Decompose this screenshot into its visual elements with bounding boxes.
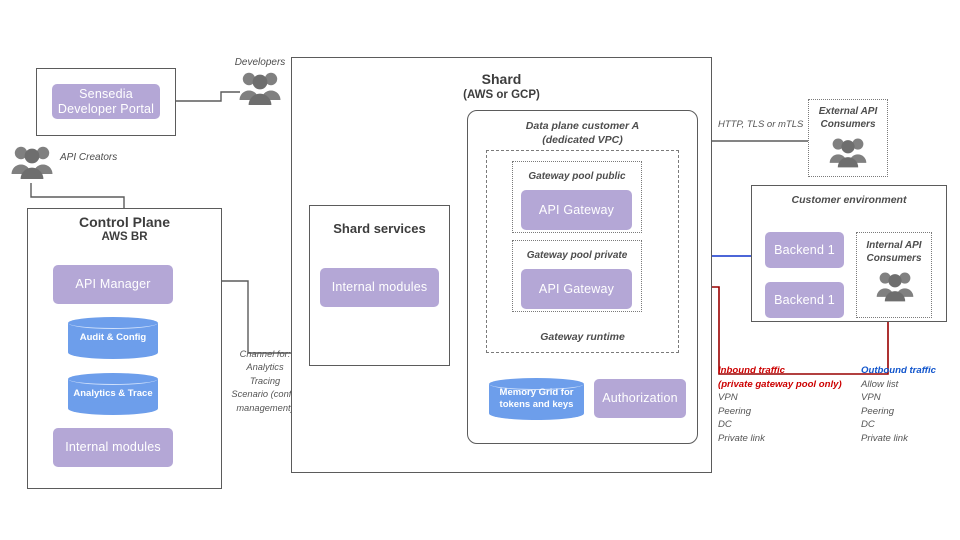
channel-note: Channel for: Analytics Tracing Scenario … xyxy=(231,349,299,413)
portal-chip-line1: Sensedia xyxy=(79,87,133,102)
api-gateway-public-chip[interactable]: API Gateway xyxy=(521,190,632,230)
backend-1-chip[interactable]: Backend 1 xyxy=(765,232,844,268)
line-creators-to-controlplane xyxy=(30,183,125,208)
external-consumers-icon xyxy=(827,136,869,175)
customer-environment-title: Customer environment xyxy=(791,194,907,206)
external-consumers-line1: External API xyxy=(818,106,878,117)
external-api-consumers-container xyxy=(808,99,888,177)
external-consumers-line2: Consumers xyxy=(820,119,876,130)
gateway-pool-private-container xyxy=(512,240,642,312)
legend-inbound: Inbound traffic (private gateway pool on… xyxy=(718,364,858,446)
control-plane-title: Control Plane xyxy=(78,214,170,230)
memory-grid-label: Memory Grid for tokens and keys xyxy=(499,387,574,410)
legend-outbound-item: Peering xyxy=(861,405,895,417)
api-manager-chip[interactable]: API Manager xyxy=(53,265,173,304)
internal-consumers-line2: Consumers xyxy=(866,253,922,264)
analytics-trace-label: Analytics & Trace xyxy=(73,388,153,400)
internal-api-consumers-container xyxy=(856,232,932,318)
legend-inbound-item: VPN xyxy=(718,392,738,404)
legend-inbound-item: DC xyxy=(718,419,732,431)
legend-outbound-item: DC xyxy=(861,419,875,431)
control-plane-internal-modules-chip[interactable]: Internal modules xyxy=(53,428,173,467)
shard-services-internal-modules-chip[interactable]: Internal modules xyxy=(320,268,439,307)
gateway-pool-private-label: Gateway pool private xyxy=(526,250,628,261)
portal-chip-line2: Developer Portal xyxy=(57,101,155,116)
data-plane-title-line2: (dedicated VPC) xyxy=(542,134,623,146)
api-creators-icon xyxy=(10,143,54,188)
audit-config-cylinder[interactable]: Audit & Config xyxy=(68,317,158,359)
cylinder-top xyxy=(68,373,158,385)
shard-title: Shard xyxy=(481,71,522,87)
gateway-pool-public-container xyxy=(512,161,642,233)
gateway-pool-public-label: Gateway pool public xyxy=(528,171,626,182)
internal-consumers-icon xyxy=(874,270,916,309)
legend-outbound-heading-1: Outbound traffic xyxy=(861,365,936,376)
legend-inbound-heading-1: Inbound traffic xyxy=(718,365,785,376)
sensedia-developer-portal-chip[interactable]: Sensedia Developer Portal xyxy=(52,84,160,119)
line-controlplane-to-shard xyxy=(222,280,291,354)
shard-subtitle: (AWS or GCP) xyxy=(463,89,540,101)
cylinder-bottom xyxy=(68,346,158,359)
gateway-runtime-label: Gateway runtime xyxy=(540,331,625,343)
api-creators-label: API Creators xyxy=(60,152,118,163)
legend-inbound-item: Private link xyxy=(718,433,765,445)
cylinder-bottom xyxy=(68,402,158,415)
legend-outbound-item: Private link xyxy=(861,433,908,445)
gateway-runtime-container xyxy=(486,150,679,353)
developers-icon xyxy=(238,70,282,113)
line-portal-to-developers xyxy=(176,91,240,102)
legend-inbound-item: Peering xyxy=(718,405,752,417)
memory-grid-cylinder[interactable]: Memory Grid for tokens and keys xyxy=(489,378,584,420)
audit-config-label: Audit & Config xyxy=(79,332,147,344)
cylinder-top xyxy=(68,317,158,329)
data-plane-title-line1: Data plane customer A xyxy=(525,120,640,132)
legend-outbound-item: VPN xyxy=(861,392,881,404)
shard-services-title: Shard services xyxy=(333,221,426,236)
legend-outbound-item: Allow list xyxy=(861,378,899,390)
analytics-trace-cylinder[interactable]: Analytics & Trace xyxy=(68,373,158,415)
authorization-chip[interactable]: Authorization xyxy=(594,379,686,418)
legend-inbound-heading-2: (private gateway pool only) xyxy=(718,378,842,390)
api-gateway-private-chip[interactable]: API Gateway xyxy=(521,269,632,309)
control-plane-subtitle: AWS BR xyxy=(101,231,148,243)
developers-label: Developers xyxy=(234,57,286,68)
http-tls-label: HTTP, TLS or mTLS xyxy=(718,119,804,130)
legend-outbound: Outbound traffic Allow list VPN Peering … xyxy=(861,364,960,446)
cylinder-bottom xyxy=(489,407,584,420)
internal-consumers-line1: Internal API xyxy=(866,240,922,251)
cylinder-top xyxy=(489,378,584,390)
backend-2-chip[interactable]: Backend 1 xyxy=(765,282,844,318)
